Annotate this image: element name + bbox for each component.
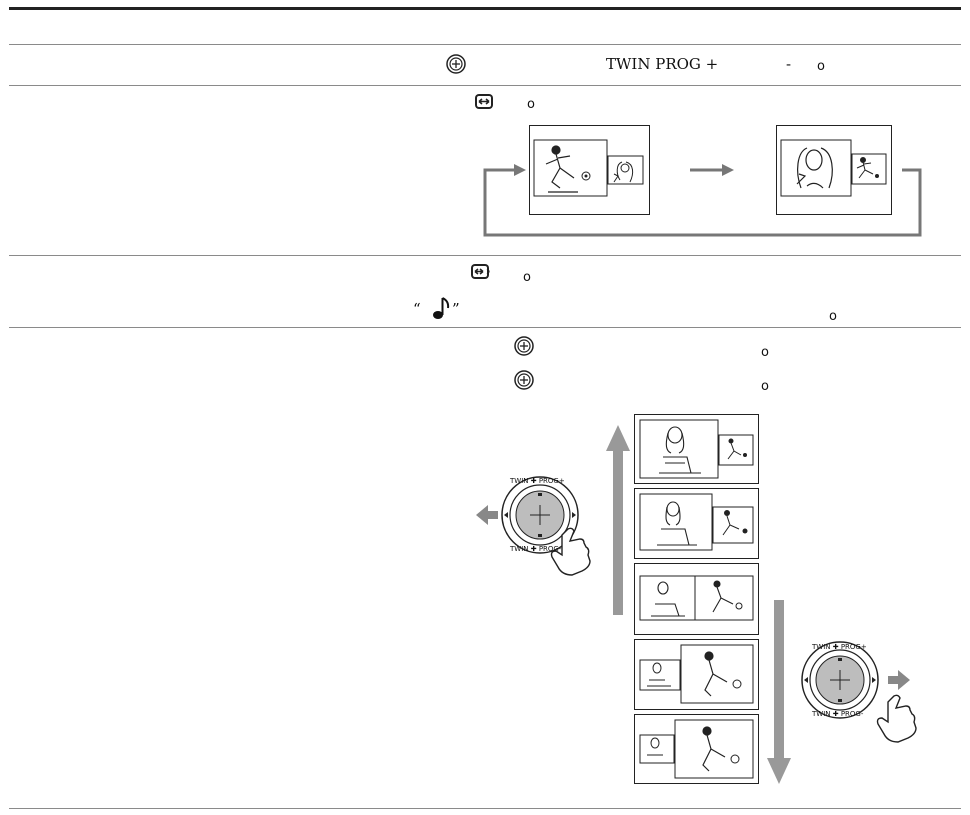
close-quote: ” [452,300,460,318]
twin-prog-dash: - [786,55,792,73]
section-rule-3 [9,255,961,256]
up-arrow-icon [606,425,630,615]
hand-pointer-icon-right [876,694,917,743]
channel-line2-dot: o [761,379,769,394]
down-arrow-icon [767,600,791,784]
section-rule-4 [9,327,961,328]
picture-step-1 [634,414,759,484]
twin-prog-dot: o [817,59,825,74]
twin-button-icon [446,54,466,74]
picture-step-3 [634,563,759,635]
sound-swap-dot: o [523,270,531,285]
bottom-rule [9,808,961,809]
section-rule-1 [9,44,961,45]
twin-button-icon-1 [514,336,534,356]
picture-frame-before [529,125,650,215]
swap-button-icon [475,94,493,109]
remote-left-top-label: TWIN ✚ PROG+ [510,477,565,485]
remote-right-bottom-label: TWIN ✚ PROG- [812,710,864,718]
music-note-icon [433,297,450,319]
remote-dial-right [801,641,917,743]
picture-step-5 [634,714,759,784]
picture-step-4 [634,639,759,710]
remote-dial-left [476,476,591,576]
twin-button-icon-2 [514,370,534,390]
top-rule [9,7,961,10]
picture-step-2 [634,488,759,559]
channel-line1-dot: o [761,345,769,360]
remote-right-top-label: TWIN ✚ PROG+ [812,643,867,651]
sound-swap-button-icon [471,264,490,279]
section-rule-2 [9,85,961,86]
open-quote: “ [413,300,421,318]
picture-frame-after [776,125,892,215]
swap-dot: o [527,97,535,112]
twin-prog-label: TWIN PROG + [606,55,719,73]
remote-left-bottom-label: TWIN ✚ PROG- [510,545,562,553]
sound-end-dot: o [829,309,837,324]
hand-pointer-icon [550,527,591,576]
